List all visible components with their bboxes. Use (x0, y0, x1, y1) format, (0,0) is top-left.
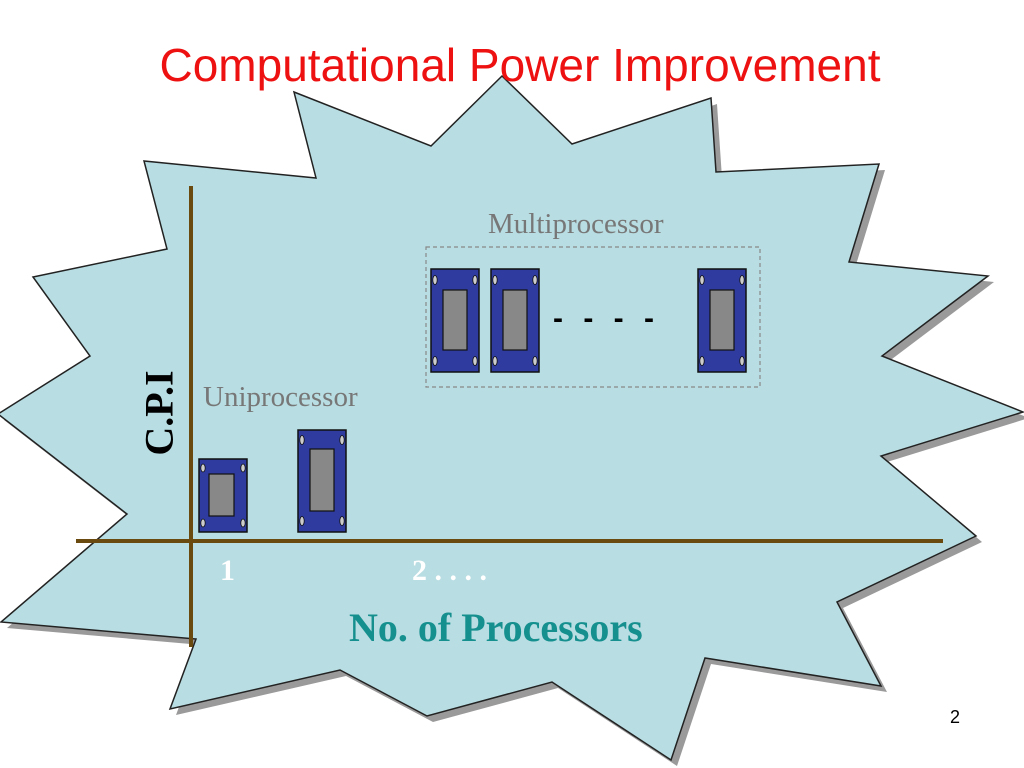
x-tick-1: 1 (220, 554, 235, 587)
y-axis-label: C.P.I (136, 370, 182, 456)
x-tick-2: 2 . . . . (412, 554, 487, 587)
uniprocessor-label: Uniprocessor (203, 381, 358, 413)
multiprocessor-chip-1 (430, 268, 480, 373)
processor-chip-small (198, 458, 248, 533)
multiprocessor-chip-n (697, 268, 747, 373)
x-axis-label: No. of Processors (349, 605, 643, 650)
slide-title: Computational Power Improvement (159, 39, 881, 91)
multiprocessor-label: Multiprocessor (488, 208, 664, 240)
burst-background (0, 74, 1024, 762)
page-number: 2 (950, 707, 961, 727)
processor-chip-large (297, 429, 347, 533)
multiprocessor-group-box (425, 246, 761, 388)
multiprocessor-chip-2 (490, 268, 540, 373)
processor-ellipsis: - - - - (553, 302, 660, 335)
